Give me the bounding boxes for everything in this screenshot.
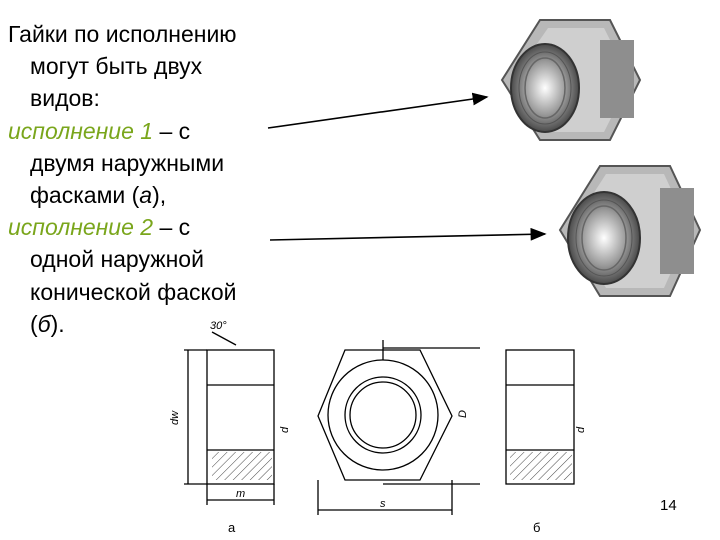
arrow-to-nut-1 [267,92,489,129]
text-part-italic: а [139,182,153,209]
text-line: могут быть двух [30,53,203,80]
item-1-heading: исполнение 1 – с [8,115,308,147]
text-part: ), [152,182,167,209]
item-1-rest: – с [153,117,191,144]
page-number: 14 [660,497,677,514]
text-line: фасками (а), [8,179,308,211]
dim-label-m: m [236,488,245,500]
drawing-nut-a [184,331,275,505]
text-line: Гайки по исполнению [8,21,237,47]
text-part-italic: б [37,310,51,337]
nut-image-1 [500,19,642,141]
text-line: конической фаской [30,278,237,305]
arrow-to-nut-2 [269,227,547,241]
text-line: двумя наружными [30,149,225,176]
text-part: фасками ( [30,182,140,209]
slide-text: Гайки по исполнению могут быть двух видо… [8,18,308,340]
text-part: ( [30,310,38,337]
drawing-nut-b [505,349,575,485]
item-2-heading: исполнение 2 – с [8,211,308,243]
item-2-term: исполнение 2 [8,214,154,241]
item-2-rest: – с [153,214,191,241]
dim-label-dw: dw [169,410,181,425]
angle-label: 30° [210,320,227,332]
text-line: одной наружной [30,246,204,273]
text-line: видов: [30,85,100,112]
dim-label-s: s [380,498,386,510]
dim-label-d: d [279,426,291,433]
drawing-nut-top-view [317,340,480,515]
text-part: ). [50,310,65,337]
text-line: (б). [8,308,308,340]
caption-b: б [533,520,541,535]
item-1-term: исполнение 1 [8,117,154,144]
caption-a: а [228,520,236,535]
nut-image-2 [558,165,702,297]
dim-label-D: D [457,410,469,418]
dim-label-d-b: d [575,426,587,433]
